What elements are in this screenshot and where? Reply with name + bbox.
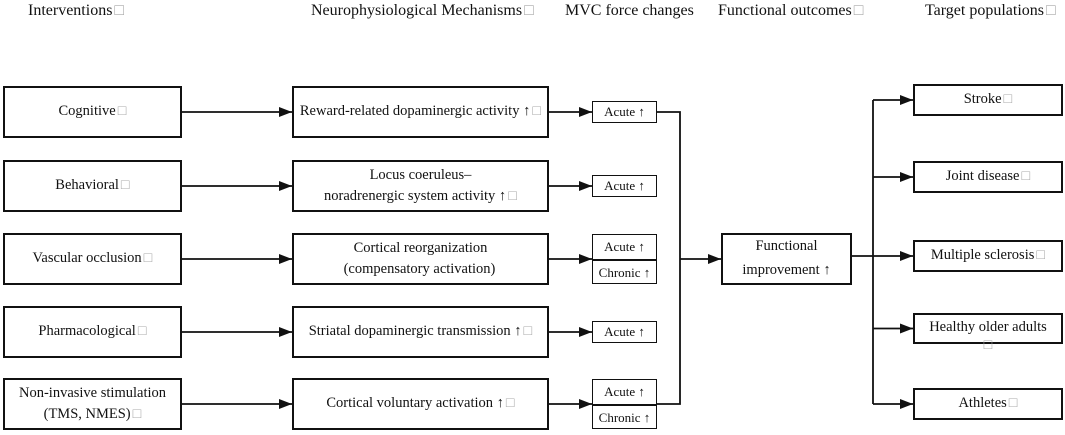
missing-glyph-box: □ bbox=[524, 2, 534, 19]
header-label: Target populations bbox=[925, 2, 1045, 19]
box-label: Vascular occlusion bbox=[32, 250, 142, 267]
missing-glyph-box: □ bbox=[117, 103, 127, 120]
box-label: Athletes bbox=[958, 395, 1007, 412]
missing-glyph-box: □ bbox=[853, 2, 864, 19]
intervention-box-vascular-occlusion: Vascular occlusion□ bbox=[3, 233, 182, 285]
missing-glyph-box: □ bbox=[1003, 91, 1013, 108]
mvc-label: Chronic ↑ bbox=[598, 410, 651, 425]
box-label: Stroke bbox=[963, 91, 1002, 108]
header-label: Interventions bbox=[28, 2, 113, 19]
missing-glyph-box: □ bbox=[1046, 2, 1056, 19]
mvc-label: Acute ↑ bbox=[604, 178, 645, 193]
box-label: Pharmacological bbox=[38, 323, 136, 340]
column-header-populations: Target populations□ bbox=[925, 2, 1056, 20]
intervention-box-noninvasive-stimulation: Non-invasive stimulation (TMS, NMES)□ bbox=[3, 378, 182, 430]
column-header-mvc: MVC force changes bbox=[565, 2, 694, 20]
mvc-label: Acute ↑ bbox=[604, 324, 645, 339]
intervention-box-cognitive: Cognitive□ bbox=[3, 86, 182, 138]
missing-glyph-box: □ bbox=[508, 188, 517, 204]
missing-glyph-box: □ bbox=[120, 177, 130, 194]
population-box-multiple-sclerosis: Multiple sclerosis□ bbox=[913, 240, 1063, 272]
missing-glyph-box: □ bbox=[137, 323, 147, 340]
box-label: Multiple sclerosis bbox=[930, 247, 1035, 264]
box-label: Functional improvement ↑ bbox=[742, 238, 831, 278]
mechanism-box-cortical-voluntary-activation: Cortical voluntary activation ↑□ bbox=[292, 378, 549, 430]
box-label: Locus coeruleus– noradrenergic system ac… bbox=[324, 166, 507, 204]
mvc-label: Chronic ↑ bbox=[598, 265, 651, 280]
missing-glyph-box: □ bbox=[983, 337, 993, 353]
header-label: Functional outcomes bbox=[718, 2, 852, 19]
mechanism-box-striatal-transmission: Striatal dopaminergic transmission ↑□ bbox=[292, 306, 549, 358]
box-label: Healthy older adults bbox=[929, 319, 1047, 335]
population-box-athletes: Athletes□ bbox=[913, 388, 1063, 420]
missing-glyph-box: □ bbox=[523, 323, 533, 340]
mvc-box-acute-chronic-1: Acute ↑ Chronic ↑ bbox=[592, 234, 657, 284]
population-box-joint-disease: Joint disease□ bbox=[913, 161, 1063, 193]
intervention-box-behavioral: Behavioral□ bbox=[3, 160, 182, 212]
missing-glyph-box: □ bbox=[143, 250, 153, 267]
box-label: Cognitive bbox=[58, 103, 116, 120]
box-label: Cortical reorganization (compensatory ac… bbox=[343, 239, 496, 277]
missing-glyph-box: □ bbox=[114, 2, 125, 19]
mvc-collector-line bbox=[657, 111, 681, 405]
box-label: Cortical voluntary activation ↑ bbox=[326, 395, 504, 412]
missing-glyph-box: □ bbox=[1021, 168, 1031, 185]
missing-glyph-box: □ bbox=[1036, 247, 1046, 264]
mvc-box-acute-2: Acute ↑ bbox=[592, 175, 657, 197]
missing-glyph-box: □ bbox=[505, 395, 515, 412]
header-label: MVC force changes bbox=[565, 2, 694, 19]
box-label: Reward-related dopaminergic activity ↑ bbox=[299, 103, 531, 120]
mvc-label: Acute ↑ bbox=[604, 104, 645, 119]
mvc-label: Acute ↑ bbox=[604, 239, 645, 254]
mvc-box-acute-chronic-2: Acute ↑ Chronic ↑ bbox=[592, 379, 657, 429]
population-box-stroke: Stroke□ bbox=[913, 84, 1063, 116]
missing-glyph-box: □ bbox=[132, 406, 142, 422]
mechanism-box-reward-dopaminergic: Reward-related dopaminergic activity ↑□ bbox=[292, 86, 549, 138]
mechanism-box-cortical-reorganization: Cortical reorganization (compensatory ac… bbox=[292, 233, 549, 285]
mvc-box-acute-1: Acute ↑ bbox=[592, 101, 657, 123]
mechanism-box-locus-coeruleus: Locus coeruleus– noradrenergic system ac… bbox=[292, 160, 549, 212]
column-header-interventions: Interventions□ bbox=[28, 2, 124, 20]
header-label: Neurophysiological Mechanisms bbox=[311, 2, 523, 19]
column-header-mechanisms: Neurophysiological Mechanisms□ bbox=[311, 2, 534, 20]
box-label: Behavioral bbox=[55, 177, 119, 194]
box-label: Non-invasive stimulation (TMS, NMES) bbox=[19, 384, 166, 422]
mvc-label: Acute ↑ bbox=[604, 384, 645, 399]
mvc-box-acute-3: Acute ↑ bbox=[592, 321, 657, 343]
missing-glyph-box: □ bbox=[1008, 395, 1018, 412]
box-label: Striatal dopaminergic transmission ↑ bbox=[308, 323, 522, 340]
population-box-healthy-older-adults: Healthy older adults □ bbox=[913, 313, 1063, 353]
intervention-box-pharmacological: Pharmacological□ bbox=[3, 306, 182, 358]
missing-glyph-box: □ bbox=[532, 103, 542, 120]
column-header-outcomes: Functional outcomes□ bbox=[718, 2, 863, 20]
outcome-box-functional-improvement: Functional improvement ↑ bbox=[721, 233, 852, 285]
box-label: Joint disease bbox=[945, 168, 1020, 185]
